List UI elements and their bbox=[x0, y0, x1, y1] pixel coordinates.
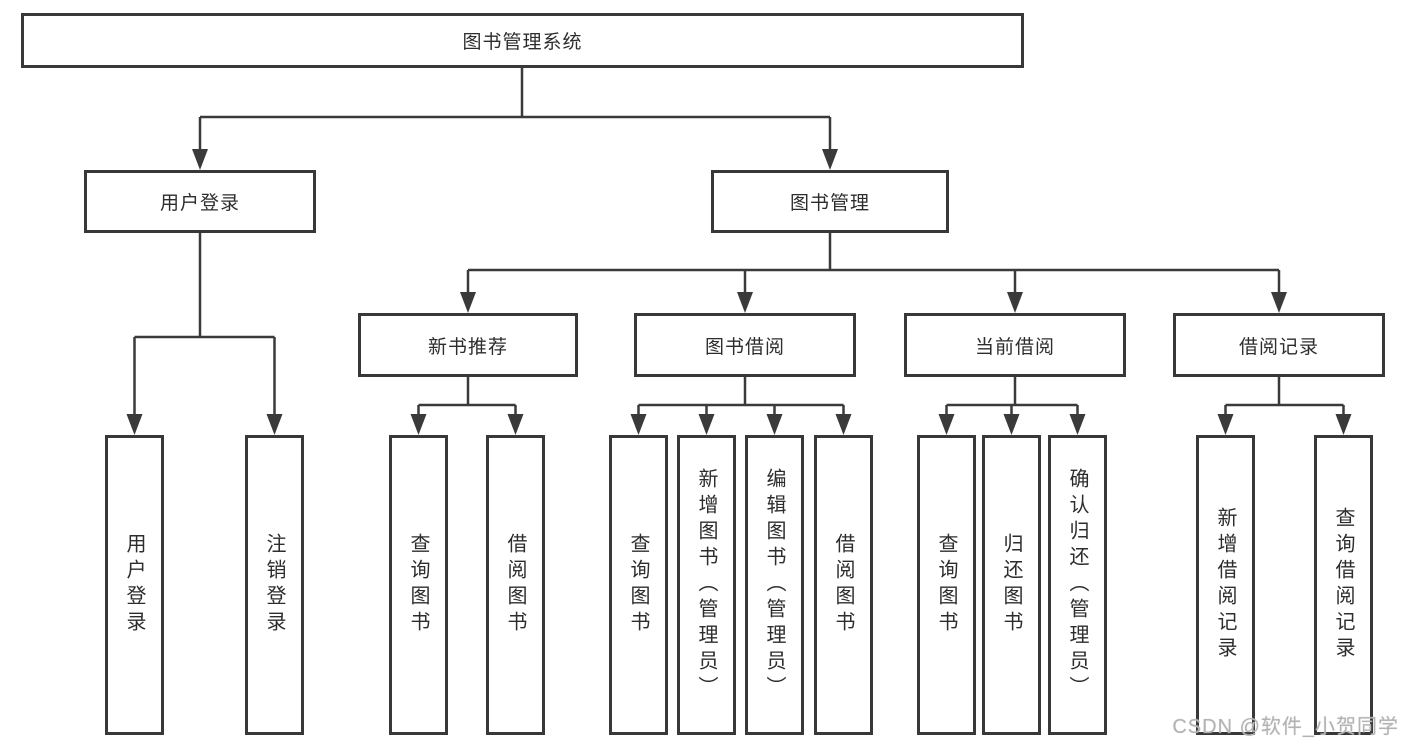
leaf-query-books-3: 查询图书 bbox=[917, 435, 976, 735]
node-user-login-module: 用户登录 bbox=[84, 170, 316, 233]
leaf-borrow-books-1: 借阅图书 bbox=[486, 435, 545, 735]
leaf-label: 新增图书（管理员） bbox=[695, 468, 717, 702]
leaf-label: 借阅图书 bbox=[504, 533, 526, 637]
leaf-label: 注销登录 bbox=[263, 533, 285, 637]
leaf-label: 查询图书 bbox=[935, 533, 957, 637]
leaf-label: 确认归还（管理员） bbox=[1066, 468, 1088, 702]
leaf-add-borrow-record: 新增借阅记录 bbox=[1196, 435, 1255, 735]
arrowhead-icons bbox=[126, 149, 1352, 435]
leaf-edit-book-admin: 编辑图书（管理员） bbox=[745, 435, 804, 735]
leaf-confirm-return-admin: 确认归还（管理员） bbox=[1048, 435, 1107, 735]
leaf-user-login: 用户登录 bbox=[105, 435, 164, 735]
node-borrow-records: 借阅记录 bbox=[1173, 313, 1385, 377]
node-book-management-module: 图书管理 bbox=[711, 170, 949, 233]
leaf-return-book: 归还图书 bbox=[982, 435, 1041, 735]
leaf-label: 查询借阅记录 bbox=[1332, 507, 1354, 663]
leaf-query-books-2: 查询图书 bbox=[609, 435, 668, 735]
leaf-logout: 注销登录 bbox=[245, 435, 304, 735]
leaf-label: 新增借阅记录 bbox=[1214, 507, 1236, 663]
leaf-label: 查询图书 bbox=[407, 533, 429, 637]
node-root-system: 图书管理系统 bbox=[21, 13, 1024, 68]
node-book-borrow: 图书借阅 bbox=[634, 313, 856, 377]
leaf-label: 查询图书 bbox=[627, 533, 649, 637]
leaf-borrow-books-2: 借阅图书 bbox=[814, 435, 873, 735]
leaf-label: 用户登录 bbox=[123, 533, 145, 637]
csdn-watermark: CSDN @软件_小贺同学 bbox=[1172, 716, 1399, 738]
leaf-label: 编辑图书（管理员） bbox=[763, 468, 785, 702]
leaf-label: 借阅图书 bbox=[832, 533, 854, 637]
leaf-label: 归还图书 bbox=[1000, 533, 1022, 637]
node-new-book-recommend: 新书推荐 bbox=[358, 313, 578, 377]
leaf-query-books-1: 查询图书 bbox=[389, 435, 448, 735]
leaf-query-borrow-record: 查询借阅记录 bbox=[1314, 435, 1373, 735]
tree-edges bbox=[133, 68, 1345, 418]
leaf-add-book-admin: 新增图书（管理员） bbox=[677, 435, 736, 735]
node-current-borrow: 当前借阅 bbox=[904, 313, 1126, 377]
